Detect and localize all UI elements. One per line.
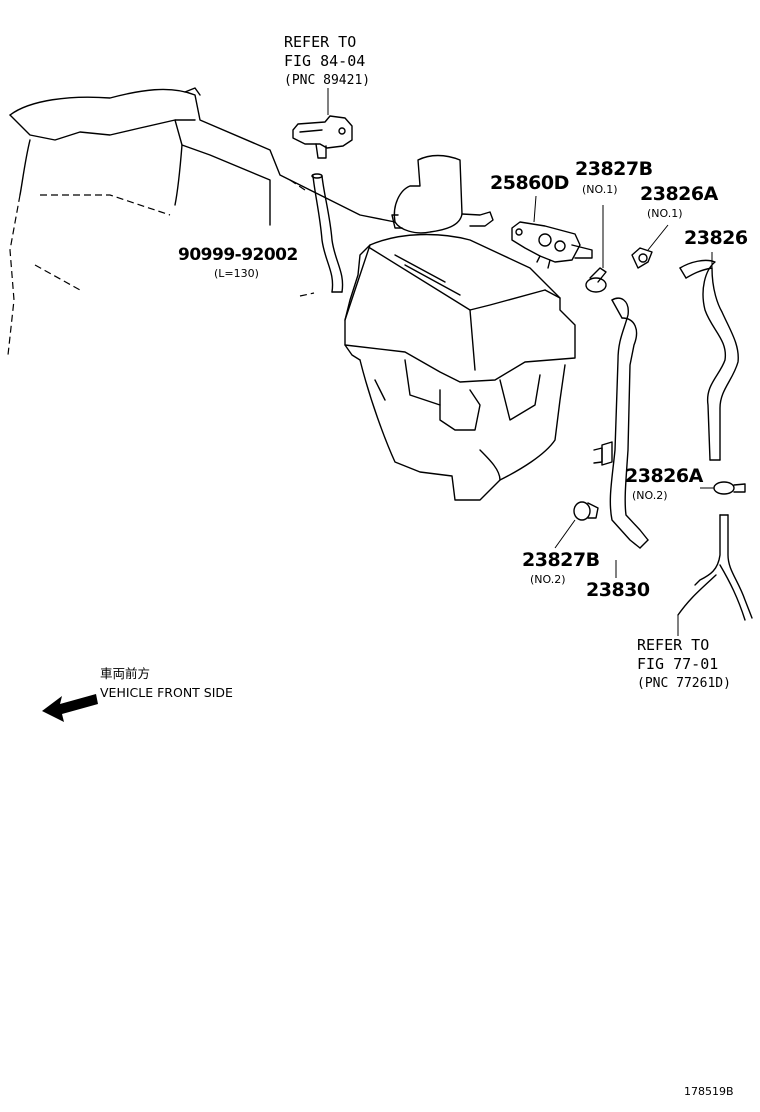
part-23826: 23826 (684, 227, 748, 249)
figure-id: 178519B (684, 1085, 734, 1098)
hose-23830 (593, 297, 649, 578)
refer-top-line1: REFER TO (284, 33, 357, 51)
part-23827B-no2: 23827B (522, 549, 600, 571)
refer-top-line3: (PNC 89421) (284, 73, 371, 88)
clamp-23826A-no2 (700, 481, 746, 495)
part-23826A-no1-note: (NO.1) (647, 207, 683, 220)
part-23826A-no2: 23826A (625, 465, 703, 487)
part-23830: 23830 (586, 579, 650, 601)
refer-bottom-line2: FIG 77-01 (637, 655, 719, 673)
part-23826A-no1: 23826A (640, 183, 718, 205)
part-23827B-no2-note: (NO.2) (530, 573, 566, 586)
vehicle-front-japanese: 車両前方 (100, 666, 151, 681)
part-25860D: 25860D (490, 172, 569, 194)
refer-bottom-line1: REFER TO (637, 636, 710, 654)
branch-tube (677, 514, 753, 636)
part-23827B-no1: 23827B (575, 158, 653, 180)
air-cleaner-body (344, 154, 576, 501)
vehicle-front-english: VEHICLE FRONT SIDE (100, 685, 233, 700)
front-arrow-icon (42, 694, 98, 722)
refer-top-line2: FIG 84-04 (284, 52, 366, 70)
clamp-23827B-no2 (554, 501, 599, 549)
hose-90999 (299, 173, 344, 297)
part-90999-note: (L=130) (214, 267, 259, 280)
engine-outline (7, 87, 396, 356)
clamp-23827B-no1 (585, 205, 607, 293)
refer-bottom-line3: (PNC 77261D) (637, 676, 731, 691)
part-23827B-no1-note: (NO.1) (582, 183, 618, 196)
hose-23826 (679, 252, 739, 461)
part-23826A-no2-note: (NO.2) (632, 489, 668, 502)
part-90999-92002: 90999-92002 (178, 245, 298, 265)
map-sensor (292, 88, 353, 159)
vsv-valve-25860D (511, 195, 593, 269)
clamp-23826A-no1 (631, 224, 669, 269)
